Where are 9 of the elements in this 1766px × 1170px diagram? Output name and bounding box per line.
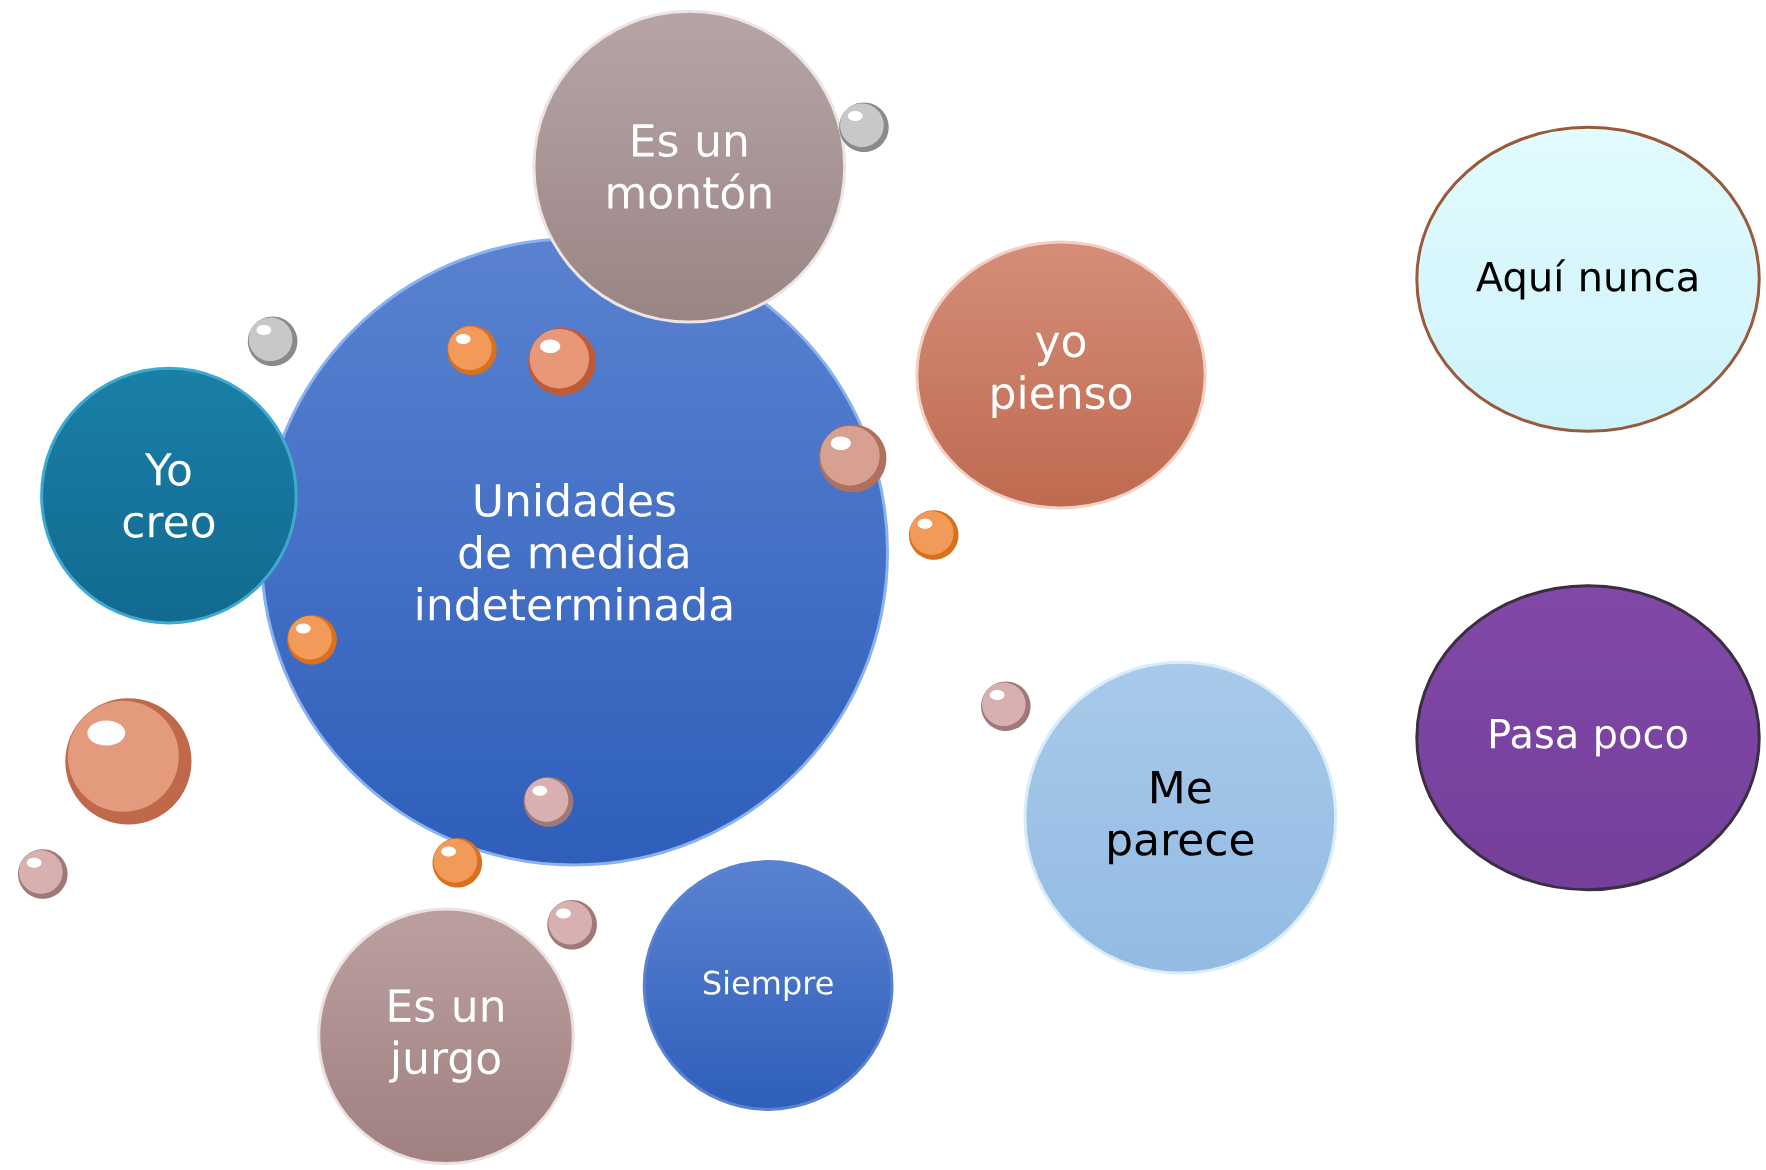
bubble-node: Me parece bbox=[1023, 660, 1338, 975]
bubble-node: yo pienso bbox=[915, 240, 1207, 510]
bubble-node: Pasa poco bbox=[1415, 584, 1761, 892]
bubble-node: Yo creo bbox=[40, 366, 298, 625]
bubble-node: Es un montón bbox=[532, 9, 847, 324]
bubble-node: Unidades de medida indeterminada bbox=[259, 237, 889, 867]
bubble-node: Es un jurgo bbox=[317, 907, 575, 1165]
bubble-node: Siempre bbox=[642, 860, 894, 1111]
bubble-node: Aquí nunca bbox=[1415, 125, 1761, 433]
